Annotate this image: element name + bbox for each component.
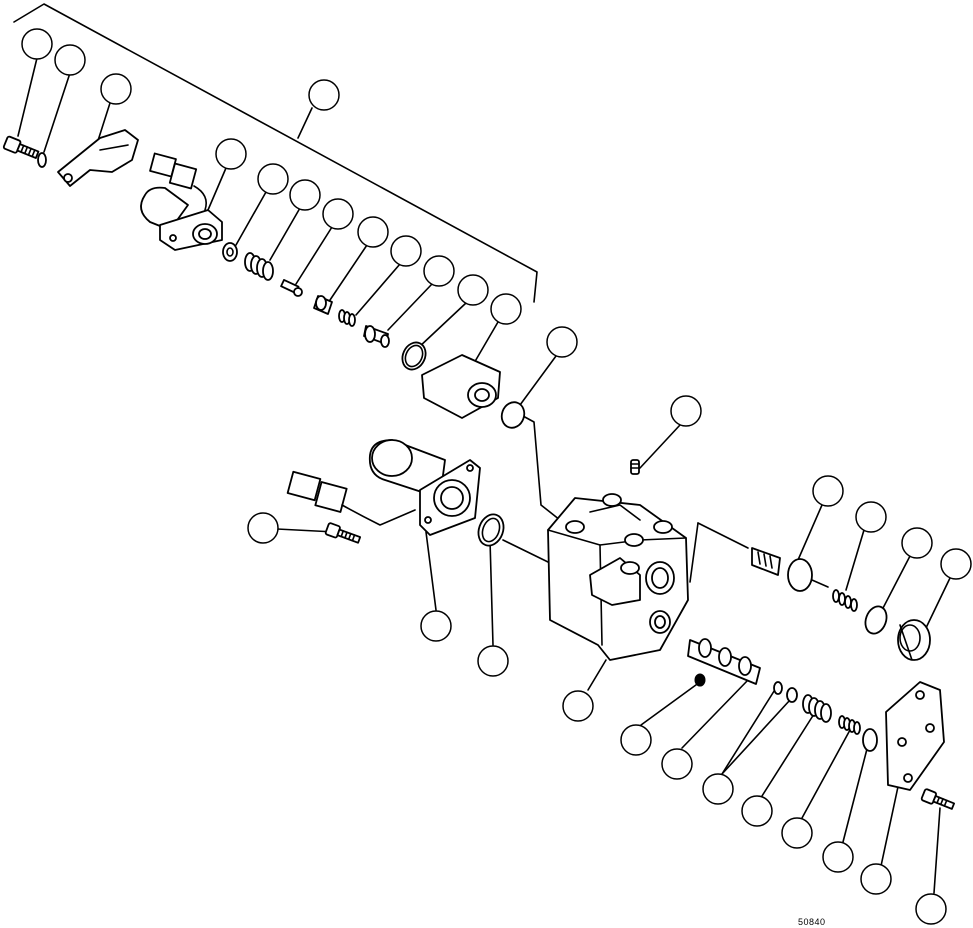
callout-31: [915, 893, 947, 925]
callout-16: [812, 475, 844, 507]
o-ring-lower-left: [477, 513, 505, 547]
spacer-block: [421, 354, 501, 419]
o-ring-right: [864, 605, 888, 635]
callout-6: [257, 163, 289, 195]
callout-25: [661, 748, 693, 780]
callout-14: [546, 326, 578, 358]
callout-11: [423, 255, 455, 287]
callout-29: [822, 841, 854, 873]
callout-3: [100, 73, 132, 105]
mounting-bracket: [57, 129, 139, 187]
o-ring-lower-right: [862, 728, 878, 752]
callout-5: [215, 138, 247, 170]
cover-plate: [885, 681, 945, 791]
callout-26: [702, 773, 734, 805]
sensor-valve: [751, 547, 829, 592]
solenoid-lower: [286, 439, 446, 526]
callout-2: [54, 44, 86, 76]
lock-washer: [37, 152, 47, 168]
bolt-upper: [2, 135, 40, 159]
sleeve-upper: [313, 295, 333, 315]
ring-upper-1: [222, 242, 238, 262]
solenoid-upper: [140, 152, 223, 251]
group-bracket: [13, 3, 538, 303]
spool-lower: [687, 638, 761, 685]
callout-1: [21, 28, 53, 60]
callout-10: [390, 235, 422, 267]
leader-lines: [17, 57, 951, 894]
callout-15: [670, 395, 702, 427]
pin-upper: [280, 279, 303, 297]
plug-top: [630, 459, 640, 475]
callout-19: [940, 548, 972, 580]
callout-21: [420, 610, 452, 642]
callout-18: [901, 527, 933, 559]
bolt-middle: [324, 522, 362, 544]
callout-13: [490, 293, 522, 325]
washer-lower-2: [786, 687, 798, 703]
gasket-plate: [419, 459, 481, 536]
callout-balloons: [21, 28, 972, 925]
spring-right: [832, 589, 858, 612]
plug-lower: [694, 673, 706, 687]
washer-lower-1: [773, 681, 783, 695]
o-ring-mid: [500, 401, 526, 429]
callout-8: [322, 198, 354, 230]
callout-12: [457, 274, 489, 306]
callout-22: [477, 645, 509, 677]
callout-27: [741, 795, 773, 827]
spring-upper-1: [244, 252, 274, 281]
o-ring-upper: [401, 341, 427, 371]
callout-7: [289, 179, 321, 211]
callout-20: [247, 512, 279, 544]
callout-4: [308, 79, 340, 111]
ring-upper-1-inner: [226, 247, 234, 257]
diagram-code: 50840: [798, 917, 826, 927]
valve-body: [547, 493, 689, 661]
callout-9: [357, 216, 389, 248]
callout-24: [620, 724, 652, 756]
callout-17: [855, 501, 887, 533]
spool-upper: [363, 325, 390, 348]
spring-upper-2: [338, 309, 356, 327]
callout-30: [860, 863, 892, 895]
end-cap-right: [897, 619, 931, 661]
spring-lower-1: [802, 694, 832, 723]
callout-28: [781, 817, 813, 849]
spring-lower-2: [838, 715, 861, 735]
callout-23: [562, 690, 594, 722]
bolt-lower: [920, 788, 956, 810]
